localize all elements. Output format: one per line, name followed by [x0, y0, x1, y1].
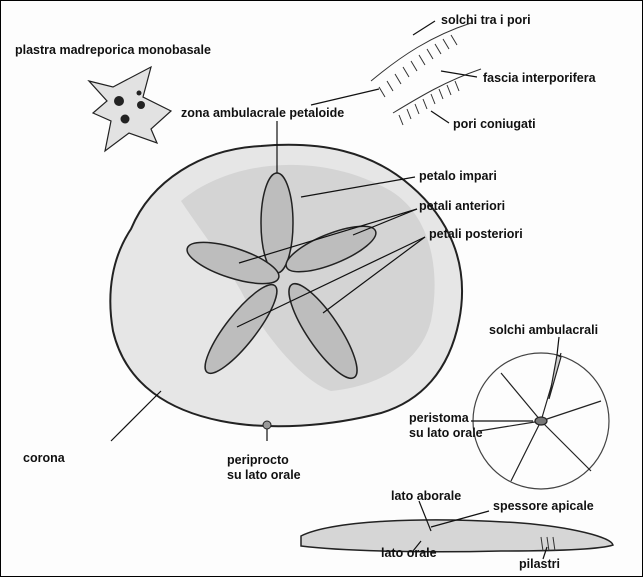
label-pori-coniugati: pori coniugati: [453, 117, 536, 132]
label-spessore-apicale: spessore apicale: [493, 499, 594, 514]
label-lato-orale: lato orale: [381, 546, 437, 561]
pore-detail-drawing: [371, 23, 481, 125]
label-fascia-interporifera: fascia interporifera: [483, 71, 596, 86]
madreporic-plate-drawing: [89, 67, 171, 151]
label-petali-anteriori: petali anteriori: [419, 199, 505, 214]
label-periprocto: periprocto su lato orale: [227, 453, 301, 483]
label-peristoma-line1: peristoma: [409, 411, 483, 426]
label-solchi-ambulacrali: solchi ambulacrali: [489, 323, 598, 338]
label-pilastri: pilastri: [519, 557, 560, 572]
sea-urchin-test-drawing: [110, 145, 462, 429]
label-peristoma-line2: su lato orale: [409, 426, 483, 441]
label-peristoma: peristoma su lato orale: [409, 411, 483, 441]
label-solchi-tra-i-pori: solchi tra i pori: [441, 13, 531, 28]
label-petalo-impari: petalo impari: [419, 169, 497, 184]
label-corona: corona: [23, 451, 65, 466]
label-lato-aborale: lato aborale: [391, 489, 461, 504]
label-zona-ambulacrale: zona ambulacrale petaloide: [181, 106, 344, 121]
side-profile-drawing: [301, 520, 613, 552]
label-plastra-madreporica: plastra madreporica monobasale: [15, 43, 211, 58]
label-periprocto-line2: su lato orale: [227, 468, 301, 483]
label-periprocto-line1: periprocto: [227, 453, 301, 468]
label-petali-posteriori: petali posteriori: [429, 227, 523, 242]
